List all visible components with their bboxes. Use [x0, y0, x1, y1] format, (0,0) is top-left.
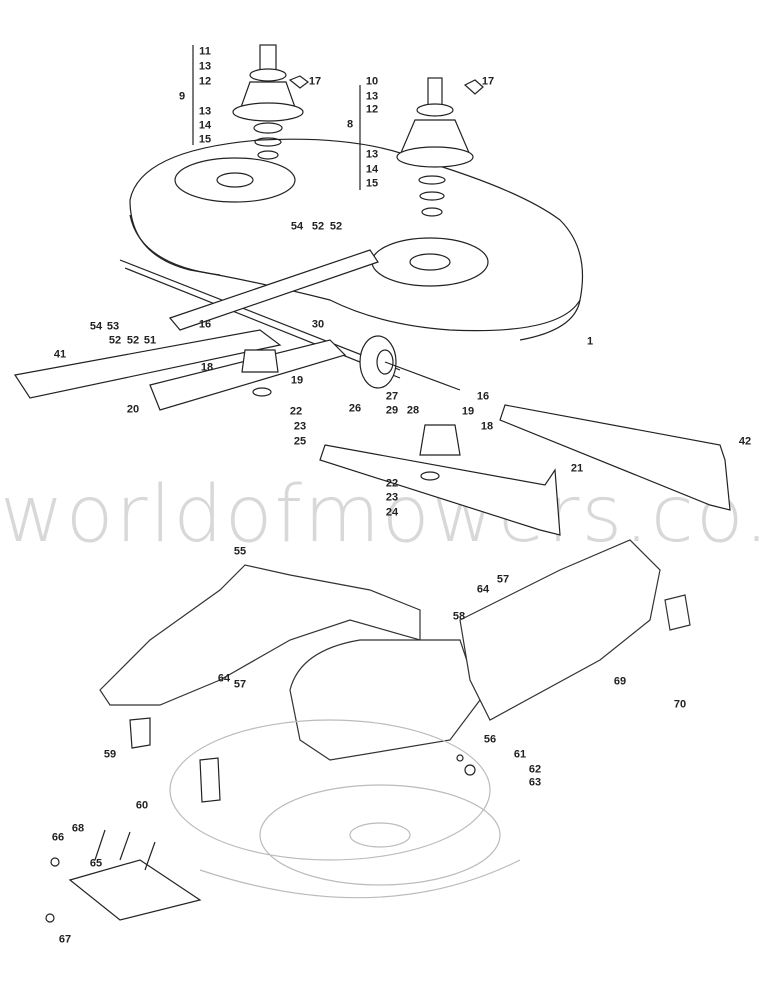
part-callout-57: 57	[233, 678, 247, 691]
part-callout-64: 64	[476, 583, 490, 596]
part-callout-66: 66	[51, 831, 65, 844]
blades	[14, 329, 731, 536]
part-callout-15: 15	[365, 177, 379, 190]
part-callout-14: 14	[365, 163, 379, 176]
spindle-left	[232, 44, 309, 160]
part-callout-28: 28	[406, 404, 420, 417]
part-callout-17: 17	[308, 75, 322, 88]
part-callout-41: 41	[53, 348, 67, 361]
part-callout-60: 60	[135, 799, 149, 812]
part-callout-22: 22	[385, 477, 399, 490]
part-callout-24: 24	[385, 506, 399, 519]
part-callout-59: 59	[103, 748, 117, 761]
part-callout-68: 68	[71, 822, 85, 835]
deck-bar	[119, 249, 461, 391]
part-callout-23: 23	[293, 420, 307, 433]
part-callout-52: 52	[126, 334, 140, 347]
part-callout-55: 55	[233, 545, 247, 558]
part-callout-14: 14	[198, 119, 212, 132]
part-callout-30: 30	[311, 318, 325, 331]
part-callout-26: 26	[348, 402, 362, 415]
part-callout-57: 57	[496, 573, 510, 586]
part-callout-69: 69	[613, 675, 627, 688]
part-callout-20: 20	[126, 403, 140, 416]
part-callout-52: 52	[108, 334, 122, 347]
part-callout-63: 63	[528, 776, 542, 789]
part-callout-70: 70	[673, 698, 687, 711]
spindle-right	[396, 77, 484, 217]
part-callout-12: 12	[365, 103, 379, 116]
deck-ghost	[169, 719, 521, 899]
part-callout-27: 27	[385, 390, 399, 403]
part-callout-54: 54	[290, 220, 304, 233]
part-callout-9: 9	[178, 90, 186, 103]
part-callout-53: 53	[106, 320, 120, 333]
part-callout-18: 18	[200, 361, 214, 374]
part-callout-16: 16	[476, 390, 490, 403]
part-callout-65: 65	[89, 857, 103, 870]
part-callout-23: 23	[385, 491, 399, 504]
part-callout-10: 10	[365, 75, 379, 88]
part-callout-18: 18	[480, 420, 494, 433]
part-callout-25: 25	[293, 435, 307, 448]
part-callout-52: 52	[311, 220, 325, 233]
part-callout-16: 16	[198, 318, 212, 331]
part-callout-56: 56	[483, 733, 497, 746]
part-callout-42: 42	[738, 435, 752, 448]
part-callout-13: 13	[198, 105, 212, 118]
part-callout-62: 62	[528, 763, 542, 776]
part-callout-54: 54	[89, 320, 103, 333]
part-callout-52: 52	[329, 220, 343, 233]
part-callout-21: 21	[570, 462, 584, 475]
part-callout-19: 19	[290, 374, 304, 387]
part-callout-15: 15	[198, 133, 212, 146]
part-callout-13: 13	[198, 60, 212, 73]
part-callout-67: 67	[58, 933, 72, 946]
part-callout-64: 64	[217, 672, 231, 685]
part-callout-61: 61	[513, 748, 527, 761]
part-callout-58: 58	[452, 610, 466, 623]
part-callout-29: 29	[385, 404, 399, 417]
part-callout-17: 17	[481, 75, 495, 88]
grass-chute	[99, 539, 691, 761]
part-callout-11: 11	[199, 45, 211, 58]
part-callout-8: 8	[346, 118, 354, 131]
part-callout-22: 22	[289, 405, 303, 418]
part-callout-12: 12	[198, 75, 212, 88]
part-callout-51: 51	[143, 334, 157, 347]
brackets	[45, 717, 476, 923]
part-callout-19: 19	[461, 405, 475, 418]
part-callout-1: 1	[586, 335, 594, 348]
part-callout-13: 13	[365, 148, 379, 161]
part-callout-13: 13	[365, 90, 379, 103]
